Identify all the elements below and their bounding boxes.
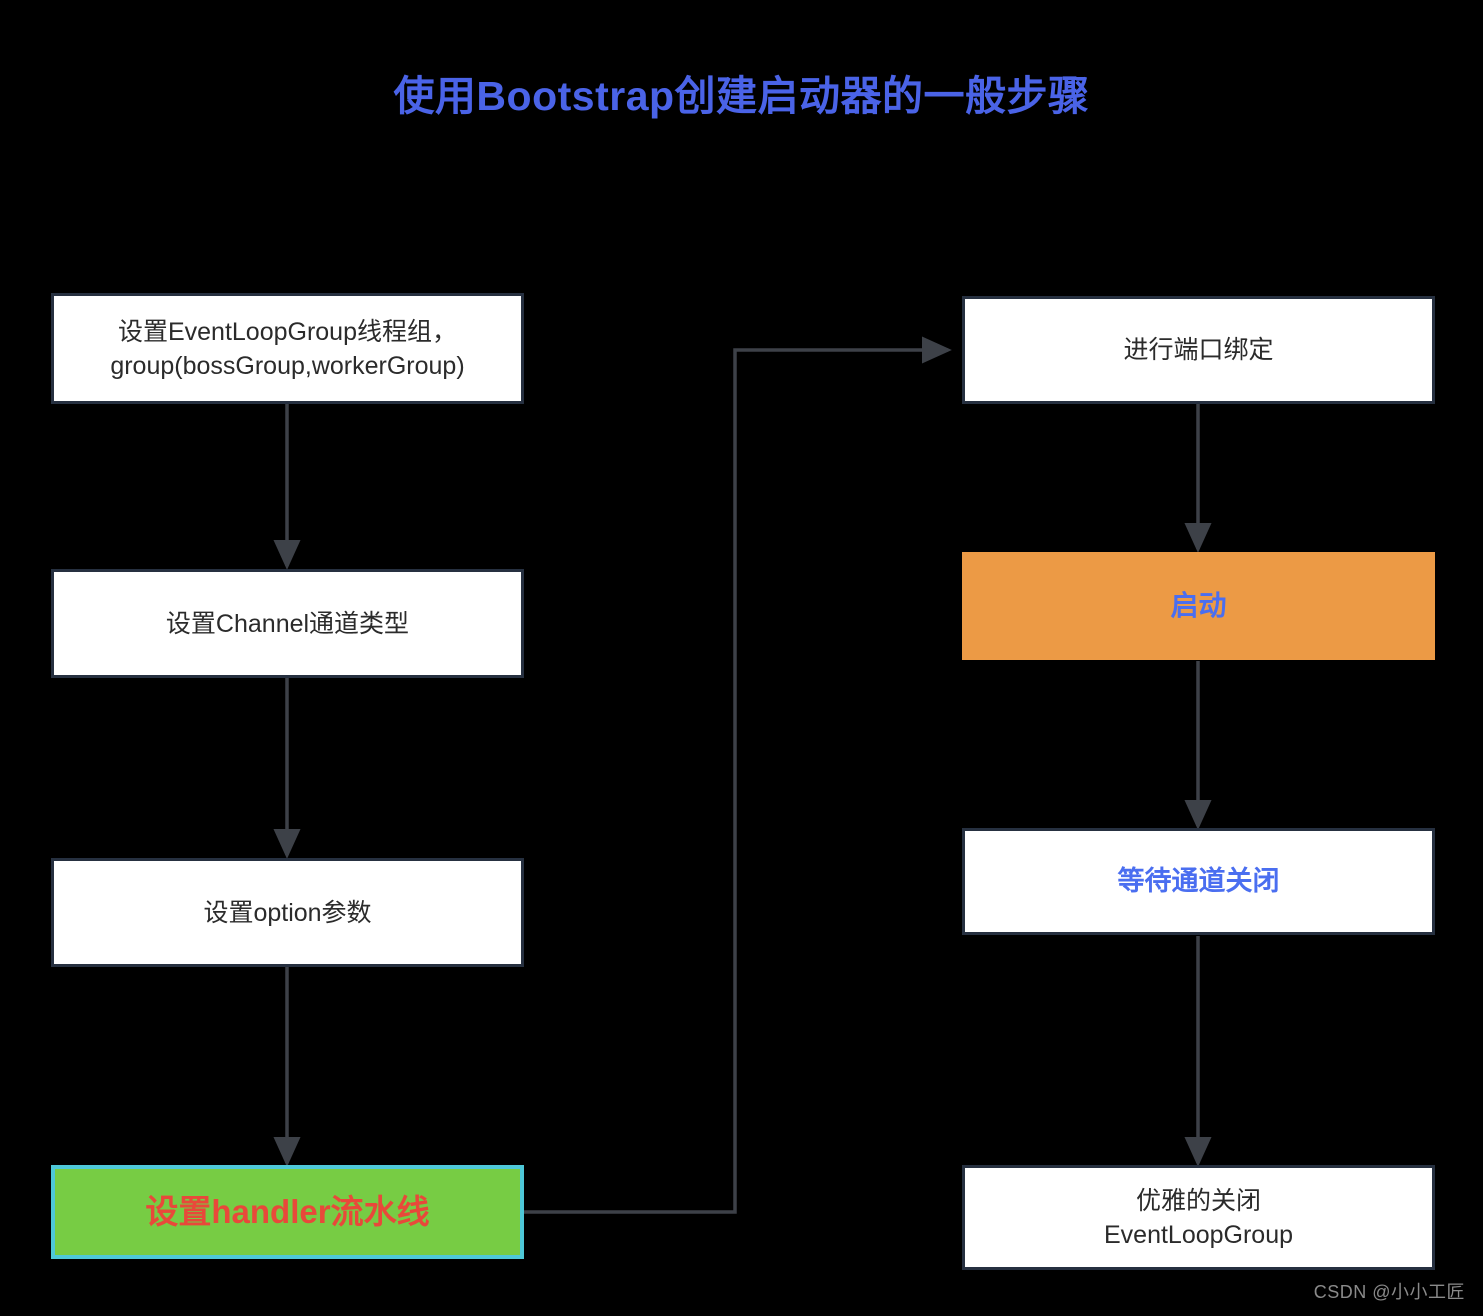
node-wait-channel-close[interactable]: 等待通道关闭: [962, 828, 1435, 935]
node-set-channel-type[interactable]: 设置Channel通道类型: [51, 569, 524, 678]
csdn-watermark: CSDN @小小工匠: [1313, 1282, 1465, 1302]
page-title: 使用Bootstrap创建启动器的一般步骤: [393, 73, 1090, 119]
edge-handler-to-bindport: [524, 336, 952, 1214]
node-set-handler-pipeline[interactable]: 设置handler流水线: [51, 1165, 524, 1259]
node-set-eventloopgroup-label: 设置EventLoopGroup线程组， group(bossGroup,wor…: [110, 317, 465, 380]
node-bind-port[interactable]: 进行端口绑定: [962, 296, 1435, 404]
node-bind-port-label: 进行端口绑定: [1123, 336, 1274, 364]
node-set-option-params-label: 设置option参数: [203, 898, 372, 927]
node-set-eventloopgroup[interactable]: 设置EventLoopGroup线程组， group(bossGroup,wor…: [51, 293, 524, 404]
node-set-handler-pipeline-label: 设置handler流水线: [145, 1192, 430, 1230]
node-set-option-params[interactable]: 设置option参数: [51, 858, 524, 967]
node-set-channel-type-label: 设置Channel通道类型: [165, 609, 410, 638]
node-shutdown-gracefully-label: 优雅的关闭 EventLoopGroup: [1103, 1186, 1294, 1249]
node-shutdown-gracefully[interactable]: 优雅的关闭 EventLoopGroup: [962, 1165, 1435, 1270]
node-start[interactable]: 启动: [962, 552, 1435, 660]
node-start-label: 启动: [1170, 589, 1227, 621]
node-wait-channel-close-label: 等待通道关闭: [1117, 866, 1280, 897]
